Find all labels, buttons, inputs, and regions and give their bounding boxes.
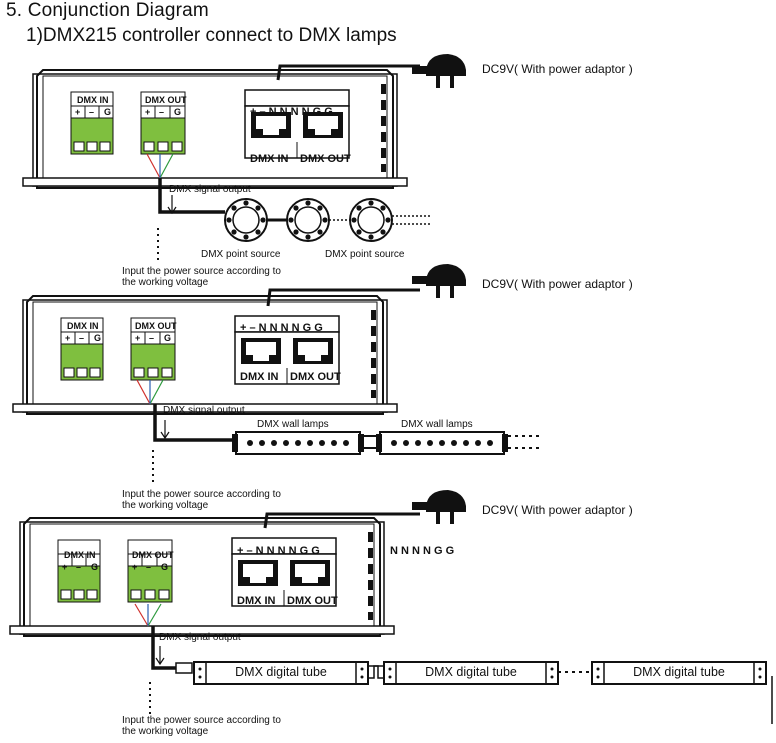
port-out-label-2: DMX OUT xyxy=(290,371,341,383)
input-power-line1-1: Input the power source according to xyxy=(122,266,281,277)
controller-3 xyxy=(9,517,395,637)
pins-label-standalone: N N N N G G xyxy=(390,545,454,557)
power-adaptor-label-2: DC9V( With power adaptor ) xyxy=(482,277,633,291)
lamp-label-1: DMX point source xyxy=(201,249,281,260)
dmx-out-label-1: DMX OUT xyxy=(145,95,187,105)
terminal-g-1: G xyxy=(104,107,111,117)
lamp-label-2: DMX point source xyxy=(325,249,405,260)
dmx-in-label-2: DMX IN xyxy=(67,321,99,331)
terminal-plus-2: + xyxy=(65,333,70,343)
signal-output-label-2: DMX signal output xyxy=(163,405,245,416)
port-in-label-3: DMX IN xyxy=(237,595,276,607)
wall-lamp-2 xyxy=(375,431,509,455)
tube-label-1: DMX digital tube xyxy=(235,665,327,679)
terminal-minus-out-3: – xyxy=(146,562,151,572)
signal-output-label-1: DMX signal output xyxy=(169,184,251,195)
power-adaptor-3 xyxy=(412,490,466,524)
port-pins-label-1: + – N N N N G G xyxy=(250,106,333,118)
input-power-line1-3: Input the power source according to xyxy=(122,715,281,726)
terminal-g-out-1: G xyxy=(174,107,181,117)
port-out-label-1: DMX OUT xyxy=(300,153,351,165)
terminal-plus-out-1: + xyxy=(145,107,150,117)
input-power-line2-1: the working voltage xyxy=(122,277,209,288)
wall-lamp-1 xyxy=(231,431,365,455)
input-power-line2-3: the working voltage xyxy=(122,726,209,737)
terminal-minus-1: – xyxy=(89,107,94,117)
terminal-plus-1: + xyxy=(75,107,80,117)
dmx-in-label-3: DMX IN xyxy=(64,550,96,560)
terminal-plus-3: + xyxy=(62,562,67,572)
terminal-g-out-2: G xyxy=(164,333,171,343)
controller-2 xyxy=(12,295,398,415)
terminal-g-out-3: G xyxy=(161,562,168,572)
wall-lamp-label-2: DMX wall lamps xyxy=(401,419,473,430)
dmx-in-label-1: DMX IN xyxy=(77,95,109,105)
tube-label-3: DMX digital tube xyxy=(633,665,725,679)
port-out-label-3: DMX OUT xyxy=(287,595,338,607)
point-source-lamp-3 xyxy=(349,198,393,242)
port-in-label-2: DMX IN xyxy=(240,371,279,383)
terminal-minus-out-2: – xyxy=(149,333,154,343)
controller-1 xyxy=(22,69,408,189)
terminal-g-3: G xyxy=(91,562,98,572)
terminal-g-2: G xyxy=(94,333,101,343)
terminal-minus-3: – xyxy=(76,562,81,572)
dmx-out-label-2: DMX OUT xyxy=(135,321,177,331)
port-pins-label-2: + – N N N N G G xyxy=(240,322,323,334)
port-pins-label-3: + – N N N N G G xyxy=(237,545,320,557)
section-title: 5. Conjunction Diagram xyxy=(6,0,209,21)
input-power-line1-2: Input the power source according to xyxy=(122,489,281,500)
power-adaptor-label-3: DC9V( With power adaptor ) xyxy=(482,503,633,517)
signal-output-label-3: DMX signal output xyxy=(159,632,241,643)
point-source-lamp-2 xyxy=(286,198,330,242)
power-adaptor-2 xyxy=(412,264,466,298)
power-adaptor-label-1: DC9V( With power adaptor ) xyxy=(482,62,633,76)
wall-lamp-label-1: DMX wall lamps xyxy=(257,419,329,430)
point-source-lamp-1 xyxy=(224,198,268,242)
terminal-minus-2: – xyxy=(79,333,84,343)
terminal-plus-out-2: + xyxy=(135,333,140,343)
terminal-plus-out-3: + xyxy=(132,562,137,572)
input-power-line2-2: the working voltage xyxy=(122,500,209,511)
port-in-label-1: DMX IN xyxy=(250,153,289,165)
dmx-out-label-3: DMX OUT xyxy=(132,550,174,560)
power-adaptor-1 xyxy=(412,54,466,88)
tube-label-2: DMX digital tube xyxy=(425,665,517,679)
terminal-minus-out-1: – xyxy=(159,107,164,117)
diagram-subtitle: 1)DMX215 controller connect to DMX lamps xyxy=(26,25,397,46)
